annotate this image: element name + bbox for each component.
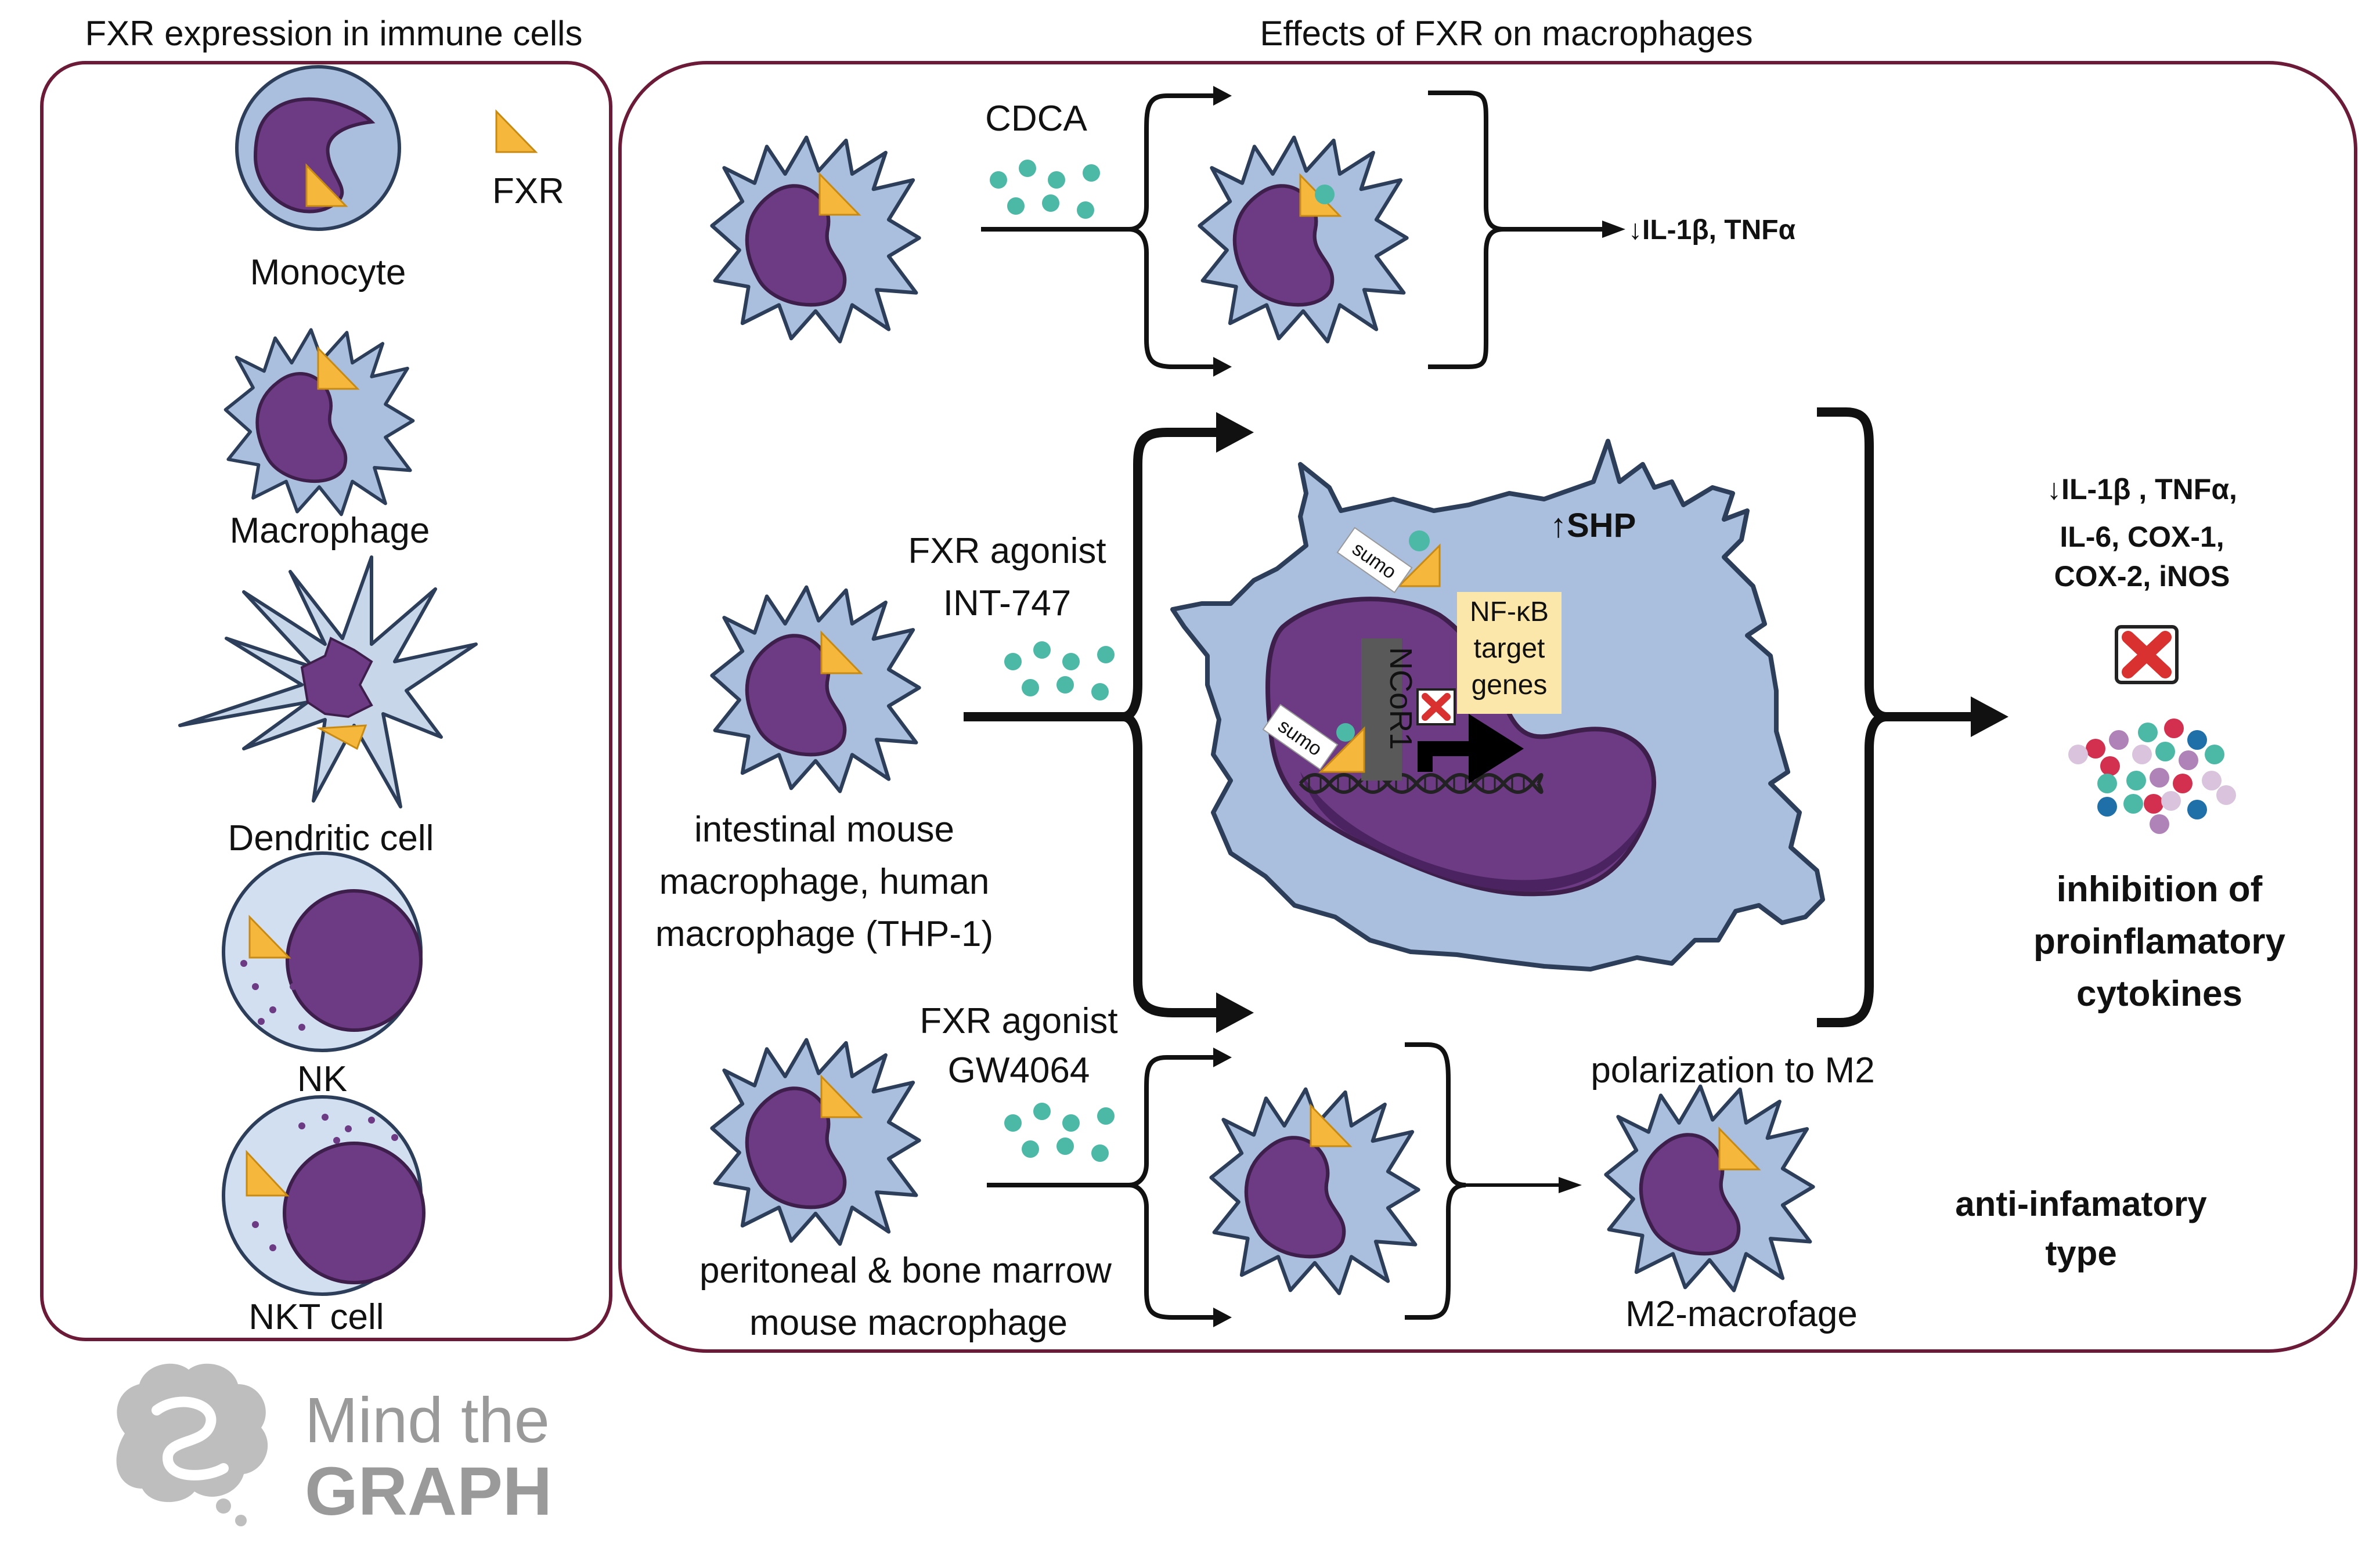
bottom-upper-arrowhead xyxy=(1213,1048,1232,1067)
middle-result-line2: IL-6, COX-1, xyxy=(2060,521,2224,553)
label-monocyte: Monocyte xyxy=(250,252,406,292)
nfkb-line2: target xyxy=(1474,633,1545,664)
label-macrophage: Macrophage xyxy=(230,511,430,551)
bottom-left-bracket xyxy=(1128,1055,1213,1320)
type-line1: anti-infamatory xyxy=(1955,1185,2207,1223)
nk-cell xyxy=(222,851,423,1052)
top-left-bracket xyxy=(1128,93,1213,369)
middle-output-arrowhead xyxy=(1971,696,2008,737)
top-right-bracket xyxy=(1428,91,1504,369)
label-dendritic-cell: Dendritic cell xyxy=(228,818,434,858)
nfkb-line3: genes xyxy=(1472,670,1548,700)
macrophage-cell xyxy=(226,330,413,514)
conclusion-line2: proinflamatory xyxy=(2033,922,2286,962)
int747-label-line2: INT-747 xyxy=(943,583,1072,623)
bottom-source-line2: mouse macrophage xyxy=(749,1303,1068,1343)
bottom-output-arrowhead xyxy=(1559,1177,1582,1193)
dendritic-cell xyxy=(178,555,478,808)
middle-lower-arrowhead xyxy=(1216,992,1254,1033)
cdca-label: CDCA xyxy=(985,99,1087,139)
cdca-ligand-dots xyxy=(990,160,1100,219)
m2-label: M2-macrofage xyxy=(1625,1294,1858,1334)
nfkb-line1: NF-κB xyxy=(1470,597,1549,627)
top-macrophage xyxy=(712,138,919,342)
top-result-label: ↓IL-1β, TNFα xyxy=(1628,215,1796,245)
gw4064-ligand-dots xyxy=(1004,1103,1115,1162)
type-line2: type xyxy=(2045,1234,2116,1273)
mind-the-graph-logo xyxy=(116,1363,268,1526)
middle-source-line1: intestinal mouse xyxy=(694,810,954,850)
top-output-arrowhead xyxy=(1602,221,1625,238)
ncor1-label: NCoR1 xyxy=(1383,647,1418,750)
middle-upper-arrowhead xyxy=(1216,412,1254,453)
int747-label-line1: FXR agonist xyxy=(908,531,1106,571)
m2-macrophage xyxy=(1606,1086,1813,1291)
middle-result-line3: COX-2, iNOS xyxy=(2054,560,2230,593)
middle-source-line2: macrophage, human xyxy=(659,862,990,902)
gw4064-label-line1: FXR agonist xyxy=(919,1001,1117,1041)
middle-left-bracket xyxy=(1122,428,1216,1017)
right-panel-border xyxy=(618,61,2357,1353)
bottom-lower-arrowhead xyxy=(1213,1308,1232,1327)
middle-right-bracket xyxy=(1817,407,1887,1027)
bottom-macrophage xyxy=(712,1040,919,1244)
cytokine-dots xyxy=(2068,718,2236,834)
nkt-cell xyxy=(222,1095,425,1296)
middle-result-line1: ↓IL-1β , TNFα, xyxy=(2047,473,2237,505)
right-panel-title: Effects of FXR on macrophages xyxy=(1260,14,1752,53)
watermark-line1: Mind the xyxy=(305,1385,550,1456)
conclusion-line1: inhibition of xyxy=(2057,869,2263,909)
top-lower-arrowhead xyxy=(1213,357,1232,377)
bottom-right-bracket xyxy=(1405,1042,1466,1320)
label-nk: NK xyxy=(297,1059,347,1099)
shp-label: ↑SHP xyxy=(1550,507,1636,544)
ncor1-box: NCoR1 xyxy=(1361,638,1418,781)
polarization-label: polarization to M2 xyxy=(1591,1050,1874,1090)
nfkb-target-genes-box: NF-κB target genes xyxy=(1457,592,1562,714)
left-panel-border xyxy=(40,61,612,1341)
watermark-line2: GRAPH xyxy=(305,1453,552,1530)
middle-source-line3: macrophage (THP-1) xyxy=(655,914,993,954)
left-panel-title: FXR expression in immune cells xyxy=(85,14,583,53)
transcription-block-icon xyxy=(1416,688,1456,725)
label-nkt-cell: NKT cell xyxy=(248,1297,384,1337)
conclusion-line3: cytokines xyxy=(2076,974,2242,1014)
top-upper-arrowhead xyxy=(1213,86,1232,106)
gw4064-label-line2: GW4064 xyxy=(948,1050,1090,1090)
inhibition-icon xyxy=(2116,627,2177,682)
fxr-legend-label: FXR xyxy=(492,171,564,211)
int747-ligand-dots xyxy=(1004,641,1115,700)
bottom-source-line1: peritoneal & bone marrow xyxy=(699,1251,1112,1291)
bottom-activated-macrophage xyxy=(1211,1089,1419,1294)
transcription-arrow xyxy=(1418,714,1524,783)
fxr-legend-icon xyxy=(495,110,537,153)
monocyte-cell xyxy=(235,65,401,231)
top-activated-macrophage xyxy=(1200,138,1407,342)
middle-macrophage xyxy=(712,587,919,792)
